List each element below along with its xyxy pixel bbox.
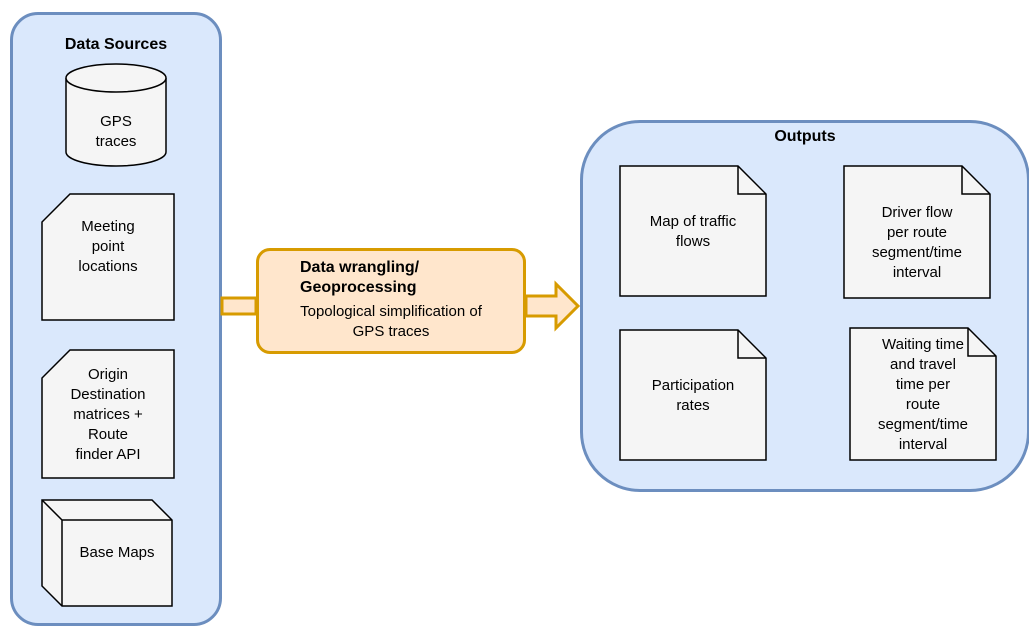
outputs-title: Outputs xyxy=(774,128,836,145)
driver-flow-document xyxy=(843,165,991,299)
input-arrow xyxy=(220,296,258,316)
meeting-point-card xyxy=(41,193,175,321)
traffic-flows-label: Map of traffic flows xyxy=(649,213,737,250)
process-box xyxy=(256,248,526,354)
data-sources-title: Data Sources xyxy=(64,36,168,53)
participation-label: Participation rates xyxy=(651,377,735,414)
origin-destination-label: Origin Destination matrices + Route find… xyxy=(70,366,146,463)
traffic-flows-document xyxy=(619,165,767,297)
base-maps-cube xyxy=(41,499,173,607)
driver-flow-label: Driver flow per route segment/time inter… xyxy=(871,204,963,281)
waiting-time-label: Waiting time and travel time per route s… xyxy=(877,336,969,453)
origin-destination-card xyxy=(41,349,175,479)
output-arrow xyxy=(524,280,581,332)
participation-document xyxy=(619,329,767,461)
gps-traces-label: GPS traces xyxy=(95,113,137,150)
base-maps-label: Base Maps xyxy=(79,544,155,561)
gps-traces-cylinder xyxy=(65,63,167,167)
meeting-point-label: Meeting point locations xyxy=(78,218,138,275)
waiting-time-document xyxy=(849,327,997,461)
process-subtitle: Topological simplification of GPS traces xyxy=(300,303,482,340)
process-title: Data wrangling/ Geoprocessing xyxy=(300,259,420,296)
